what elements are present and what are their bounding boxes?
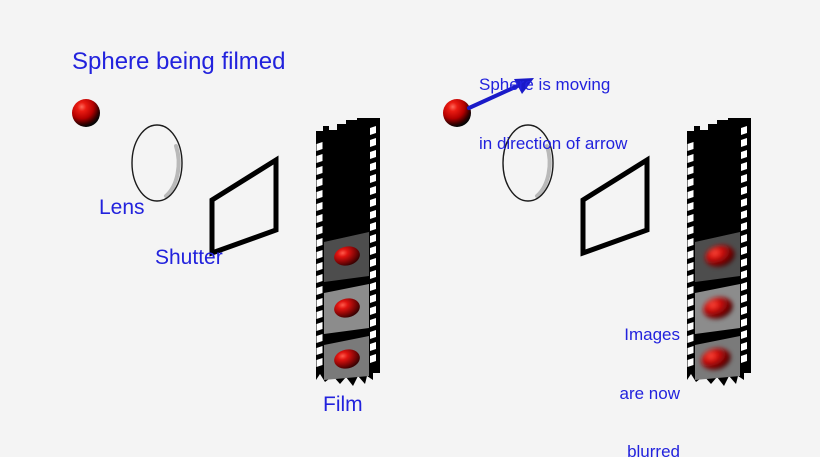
- film-frame: [324, 232, 369, 282]
- film-frame: [324, 336, 369, 380]
- red-sphere-icon: [443, 99, 471, 127]
- label-lens: Lens: [99, 196, 145, 219]
- label-sphere-being-filmed: Sphere being filmed: [72, 48, 286, 75]
- film-frame: [324, 284, 369, 334]
- shutter-parallelogram-icon: [580, 155, 650, 257]
- label-film: Film: [323, 393, 363, 416]
- film-strip-icon: [316, 118, 380, 386]
- label-images-blurred-line1: Images: [624, 325, 680, 345]
- film-frame-blurred: [695, 284, 740, 334]
- lens-ellipse-icon: [131, 124, 183, 202]
- label-images-are-now-blurred: Images are now blurred: [600, 286, 680, 457]
- film-frame-blurred: [695, 336, 740, 380]
- label-images-blurred-line3: blurred: [627, 442, 680, 457]
- lens-ellipse-icon: [502, 124, 554, 202]
- label-sphere-moving-line1: Sphere is moving: [479, 75, 611, 95]
- label-sphere-is-moving: Sphere is moving in direction of arrow: [479, 36, 627, 192]
- shutter-parallelogram-icon: [209, 155, 279, 257]
- label-sphere-moving-line2: in direction of arrow: [479, 133, 628, 153]
- red-sphere-icon: [72, 99, 100, 127]
- label-shutter: Shutter: [155, 246, 223, 269]
- label-images-blurred-line2: are now: [619, 383, 680, 403]
- film-strip-icon: [687, 118, 751, 386]
- film-frame-blurred: [695, 232, 740, 282]
- motion-arrow-icon: [467, 78, 534, 110]
